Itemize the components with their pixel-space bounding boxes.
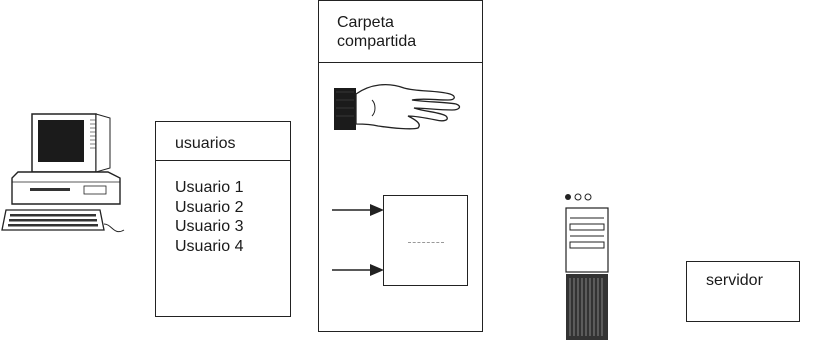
- hand-icon: [334, 83, 461, 130]
- server-icon: [565, 193, 609, 340]
- shared-folder-header: Carpeta compartida: [319, 1, 482, 63]
- users-box: usuarios Usuario 1 Usuario 2 Usuario 3 U…: [155, 121, 291, 317]
- list-item: Usuario 2: [175, 198, 244, 216]
- list-item: Usuario 3: [175, 218, 244, 235]
- arrow-right-icon: [332, 204, 384, 276]
- computer-icon: [1, 113, 125, 233]
- shared-folder-title: Carpeta compartida: [337, 14, 417, 50]
- users-box-title: usuarios: [175, 135, 236, 152]
- server-label: servidor: [706, 272, 763, 289]
- server-box: servidor: [686, 261, 800, 322]
- shared-resource-box: [383, 195, 468, 286]
- users-box-header: usuarios: [156, 122, 290, 161]
- list-item: Usuario 4: [175, 237, 244, 255]
- divider: [408, 242, 444, 243]
- list-item: Usuario 1: [175, 179, 244, 196]
- shared-folder-box: Carpeta compartida: [318, 0, 483, 332]
- users-list: Usuario 1 Usuario 2 Usuario 3 Usuario 4: [175, 178, 243, 256]
